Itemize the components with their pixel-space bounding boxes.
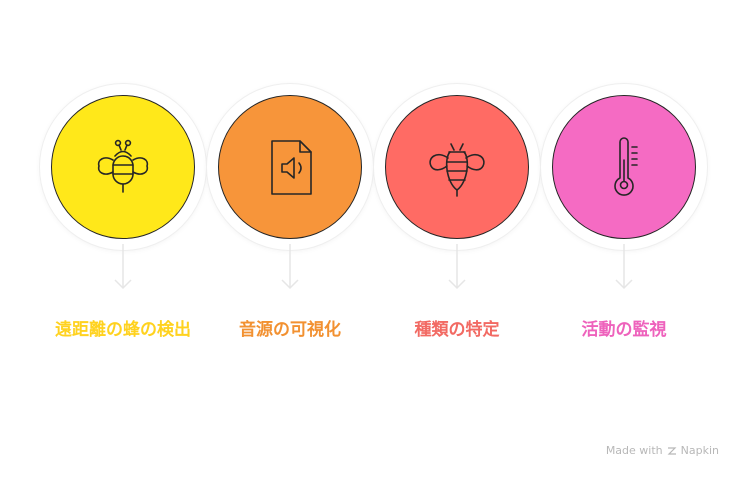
step-2-label: 音源の可視化: [239, 320, 341, 340]
made-with-text: Made with: [605, 444, 663, 457]
step-4: [541, 84, 707, 304]
step-3-arrow: [448, 244, 466, 290]
step-4-circle: [552, 95, 696, 239]
made-with-credit: Made with Napkin: [606, 444, 719, 457]
thermometer-icon: [614, 137, 638, 196]
audio-file-icon: [271, 140, 312, 195]
step-2-circle: [218, 95, 362, 239]
step-2-arrow: [281, 244, 299, 290]
step-3-circle: [385, 95, 529, 239]
step-1-circle: [51, 95, 195, 239]
step-3: [374, 84, 540, 304]
napkin-logo-icon: [667, 446, 677, 455]
step-2: [207, 84, 373, 304]
step-3-label: 種類の特定: [414, 320, 500, 340]
step-4-label: 活動の監視: [581, 320, 667, 340]
bee-icon: [97, 139, 149, 193]
napkin-brand-text: Napkin: [680, 444, 719, 457]
step-1: [40, 84, 206, 304]
step-4-arrow: [615, 244, 633, 290]
step-1-label: 遠距離の蜂の検出: [55, 320, 191, 340]
bee-icon: [429, 143, 485, 197]
step-1-arrow: [114, 244, 132, 290]
